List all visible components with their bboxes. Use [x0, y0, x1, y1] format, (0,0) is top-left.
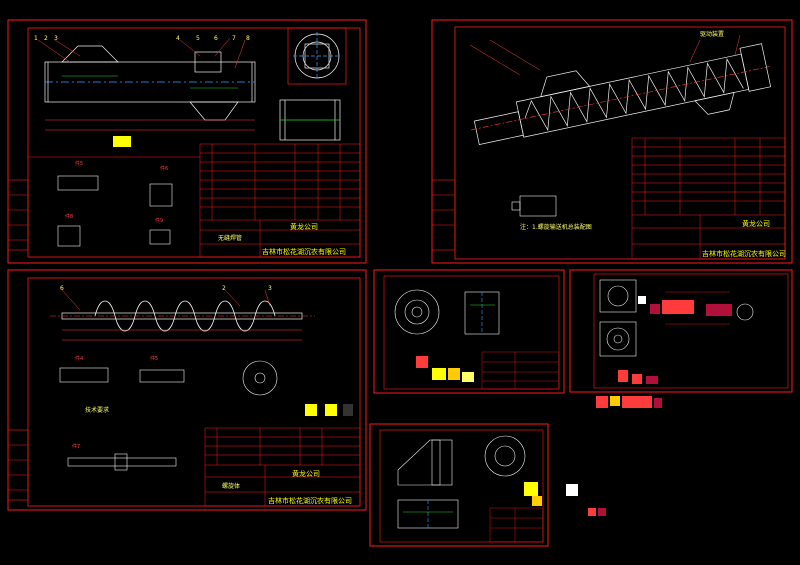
- screw-shaft: [50, 300, 315, 332]
- trough-section: [279, 99, 341, 141]
- color-markers: [524, 482, 606, 516]
- company-full-name: 吉林市松花湖沉农有限公司: [262, 247, 346, 256]
- sheet-bottom-middle-upper: [373, 269, 565, 394]
- svg-text:1: 1: [34, 35, 38, 42]
- svg-text:件8: 件8: [65, 213, 73, 220]
- svg-text:2: 2: [222, 285, 226, 292]
- svg-text:8: 8: [246, 35, 250, 42]
- color-marker: [113, 136, 131, 147]
- svg-text:7: 7: [232, 35, 236, 42]
- svg-text:件7: 件7: [72, 443, 80, 450]
- svg-text:5: 5: [196, 35, 200, 42]
- assembly-note: 注：1.螺旋输送机总装配图: [520, 223, 592, 231]
- color-markers: [305, 404, 337, 416]
- part-name: 螺旋体: [222, 482, 240, 490]
- svg-text:3: 3: [54, 35, 58, 42]
- color-markers: [596, 296, 732, 408]
- svg-text:4: 4: [176, 35, 180, 42]
- bom-table: [204, 427, 361, 507]
- sheet-bottom-right: [569, 269, 793, 408]
- svg-text:2: 2: [44, 35, 48, 42]
- bracket-views: [599, 279, 754, 357]
- tech-requirements: 技术要求: [85, 406, 109, 414]
- part-name: 无缝焊管: [218, 234, 242, 242]
- color-markers: [416, 356, 474, 382]
- end-bearing-view: [397, 435, 526, 529]
- motor-detail: [511, 195, 557, 217]
- company-name: 黄龙公司: [292, 469, 320, 478]
- svg-text:6: 6: [60, 285, 64, 292]
- conveyor-elevation: [44, 45, 256, 121]
- detail-label: 驱动装置: [700, 30, 724, 38]
- shaft-details: [59, 360, 278, 471]
- svg-text:件9: 件9: [155, 217, 163, 224]
- bom-table: [631, 137, 786, 260]
- svg-text:件6: 件6: [160, 165, 168, 172]
- flange-view: [287, 27, 347, 85]
- bom-table: [199, 143, 361, 258]
- part-details: [57, 175, 173, 247]
- company-full-name: 吉林市松花湖沉农有限公司: [702, 249, 786, 258]
- svg-text:3: 3: [268, 285, 272, 292]
- svg-text:件4: 件4: [75, 355, 83, 362]
- svg-text:6: 6: [214, 35, 218, 42]
- sheet-bottom-middle-lower: [369, 423, 606, 547]
- company-name: 黄龙公司: [742, 219, 770, 228]
- sheet-top-right: 驱动装置 注：1.螺旋输送机总装配图 黄龙公司 吉林市松花湖沉农有限公司: [431, 19, 793, 264]
- svg-text:件5: 件5: [75, 160, 83, 167]
- bearing-flange-view: [394, 289, 500, 335]
- svg-text:件5: 件5: [150, 355, 158, 362]
- company-name: 黄龙公司: [290, 222, 318, 231]
- sheet-bottom-left: 6 2 3 件4 件5 件7 技术要求 黄龙公司 吉林市松花湖沉农有限公司 螺旋体: [7, 269, 367, 511]
- inclined-conveyor: [471, 43, 772, 145]
- company-full-name: 吉林市松花湖沉农有限公司: [268, 496, 352, 505]
